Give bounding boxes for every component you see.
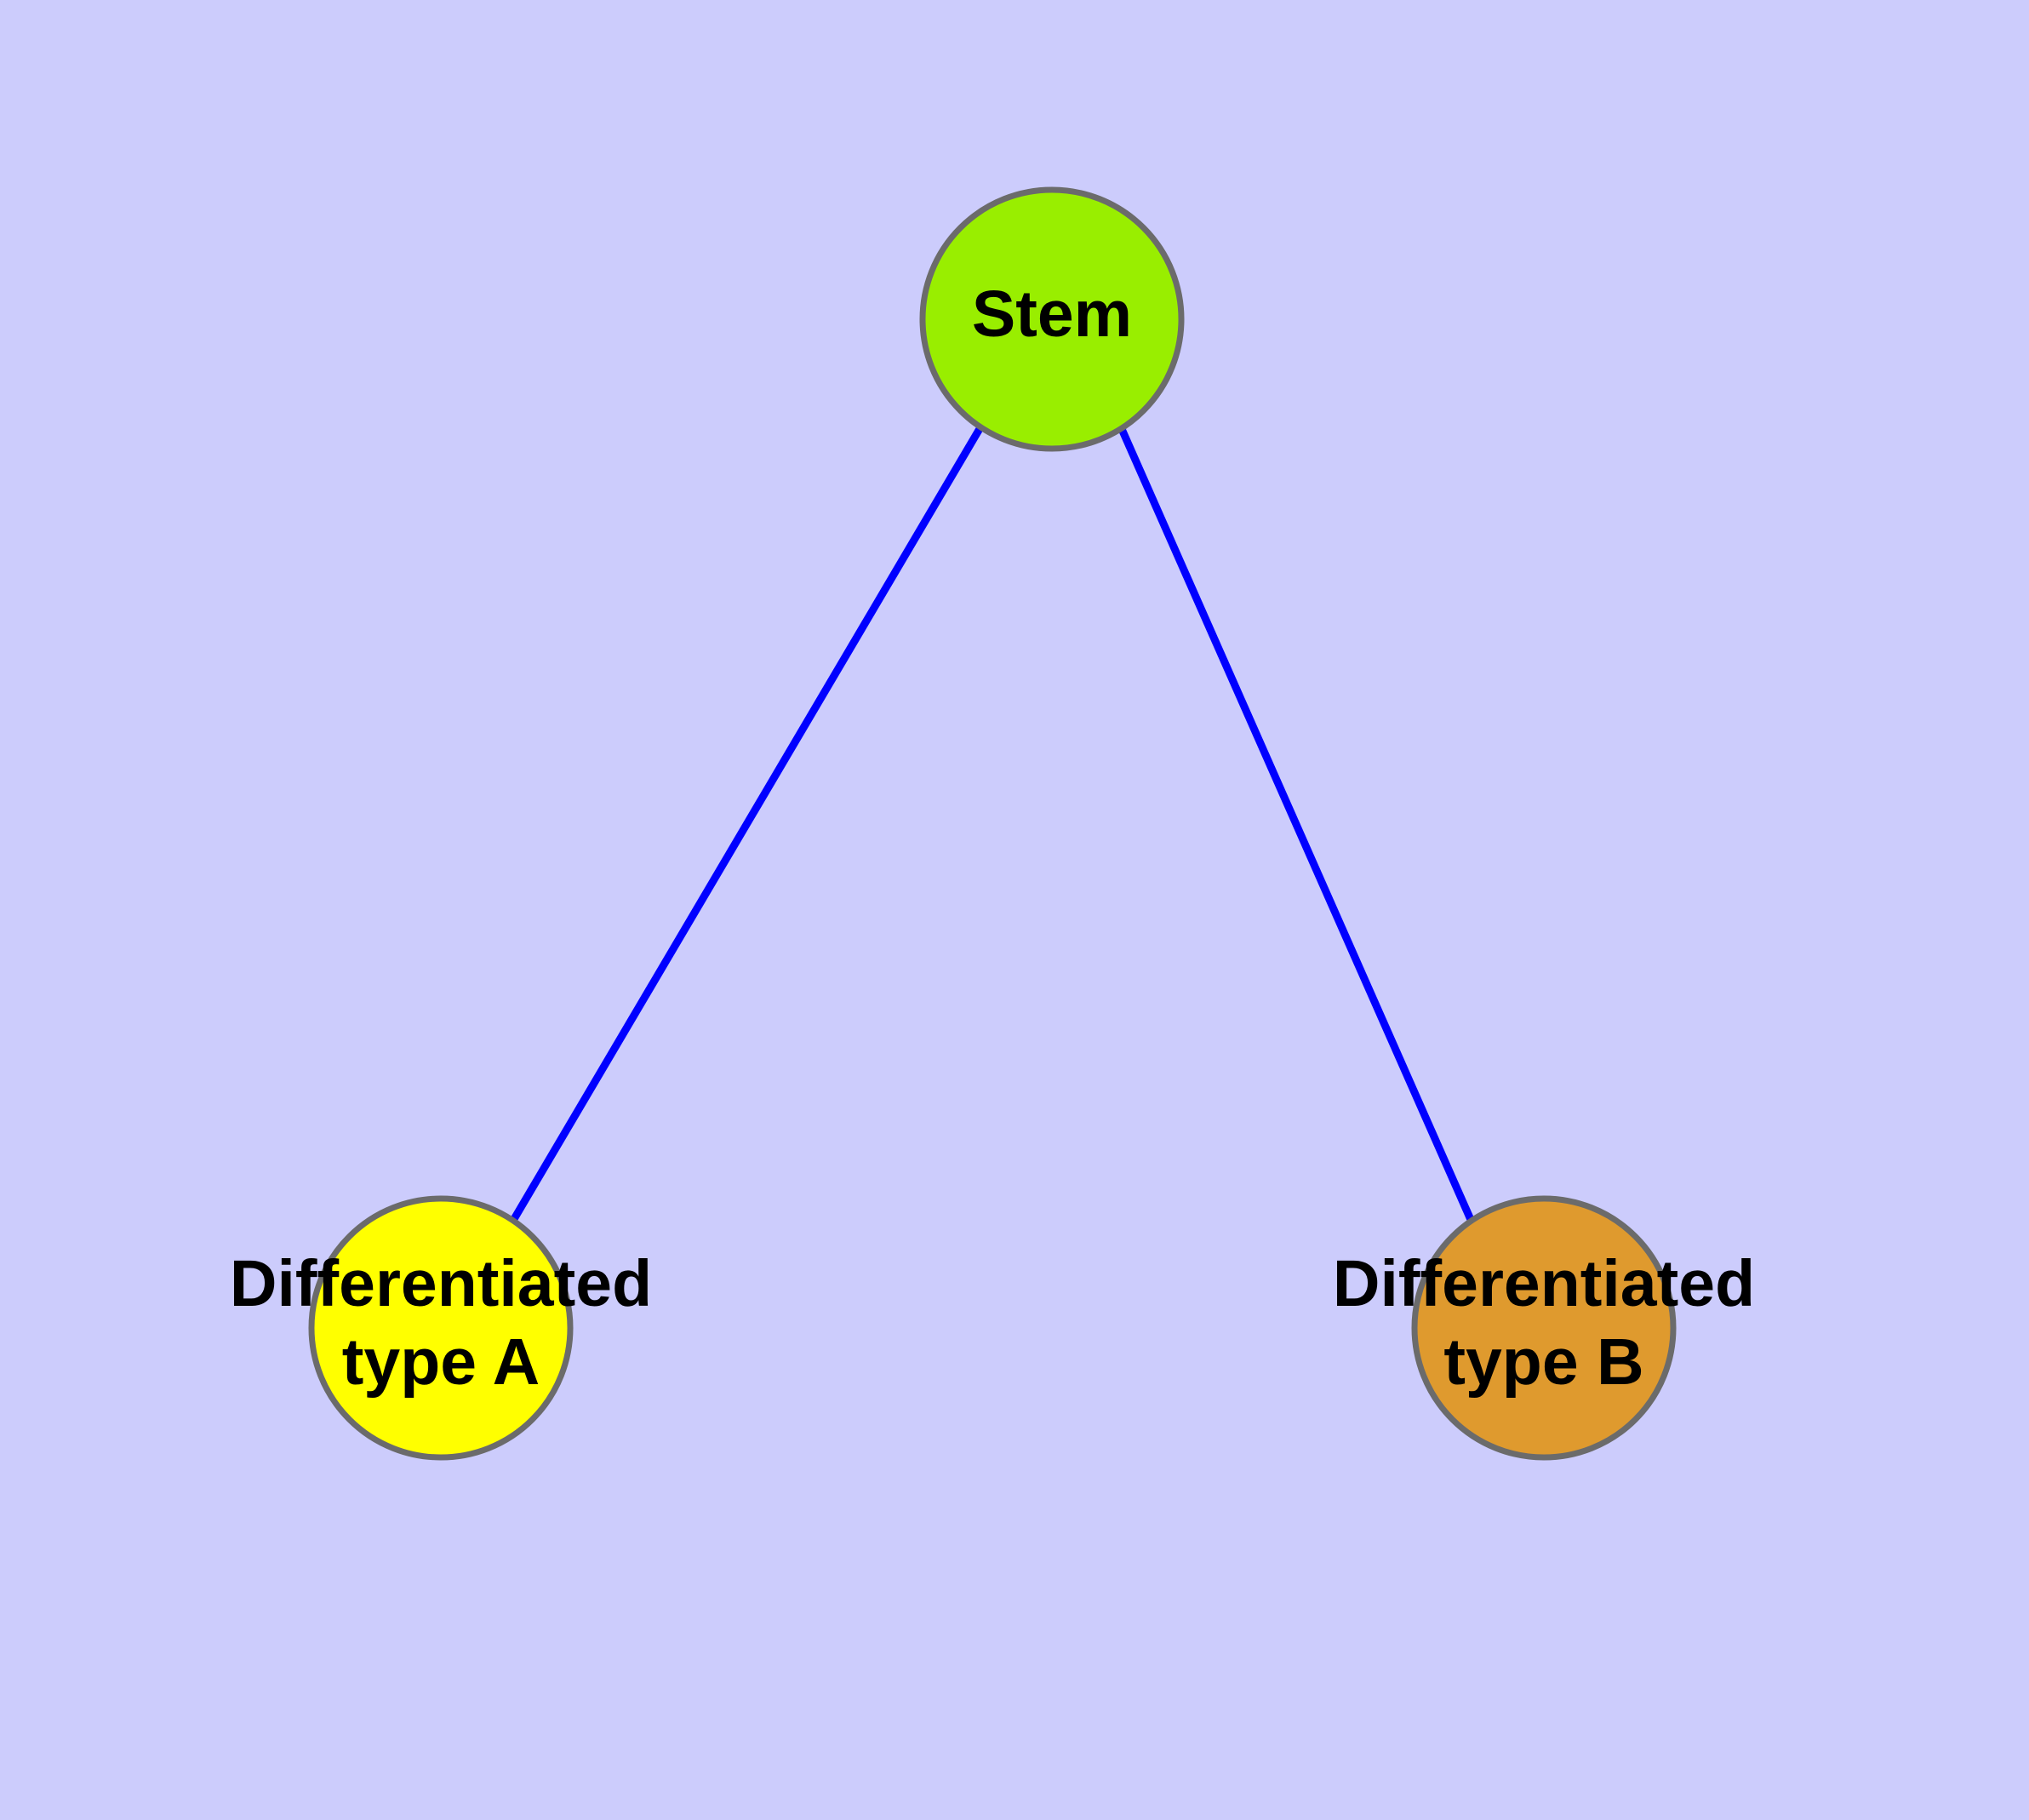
node-stem[interactable]	[919, 186, 1185, 452]
nodes-layer	[308, 186, 1677, 1461]
edge-stem-to-differentiated-type-a[interactable]	[511, 425, 984, 1222]
edge-stem-to-differentiated-type-b[interactable]	[1117, 427, 1476, 1223]
node-label-line: Differentiated	[230, 1247, 652, 1320]
node-label-stem: Stem	[972, 278, 1132, 351]
node-label-line: type B	[1443, 1325, 1643, 1399]
node-label-line: type A	[342, 1325, 540, 1399]
node-differentiated-type-a[interactable]	[308, 1195, 574, 1461]
edges-layer	[511, 425, 1476, 1223]
node-differentiated-type-b[interactable]	[1411, 1195, 1677, 1461]
node-label-line: Stem	[972, 278, 1132, 351]
node-label-line: Differentiated	[1333, 1247, 1755, 1320]
